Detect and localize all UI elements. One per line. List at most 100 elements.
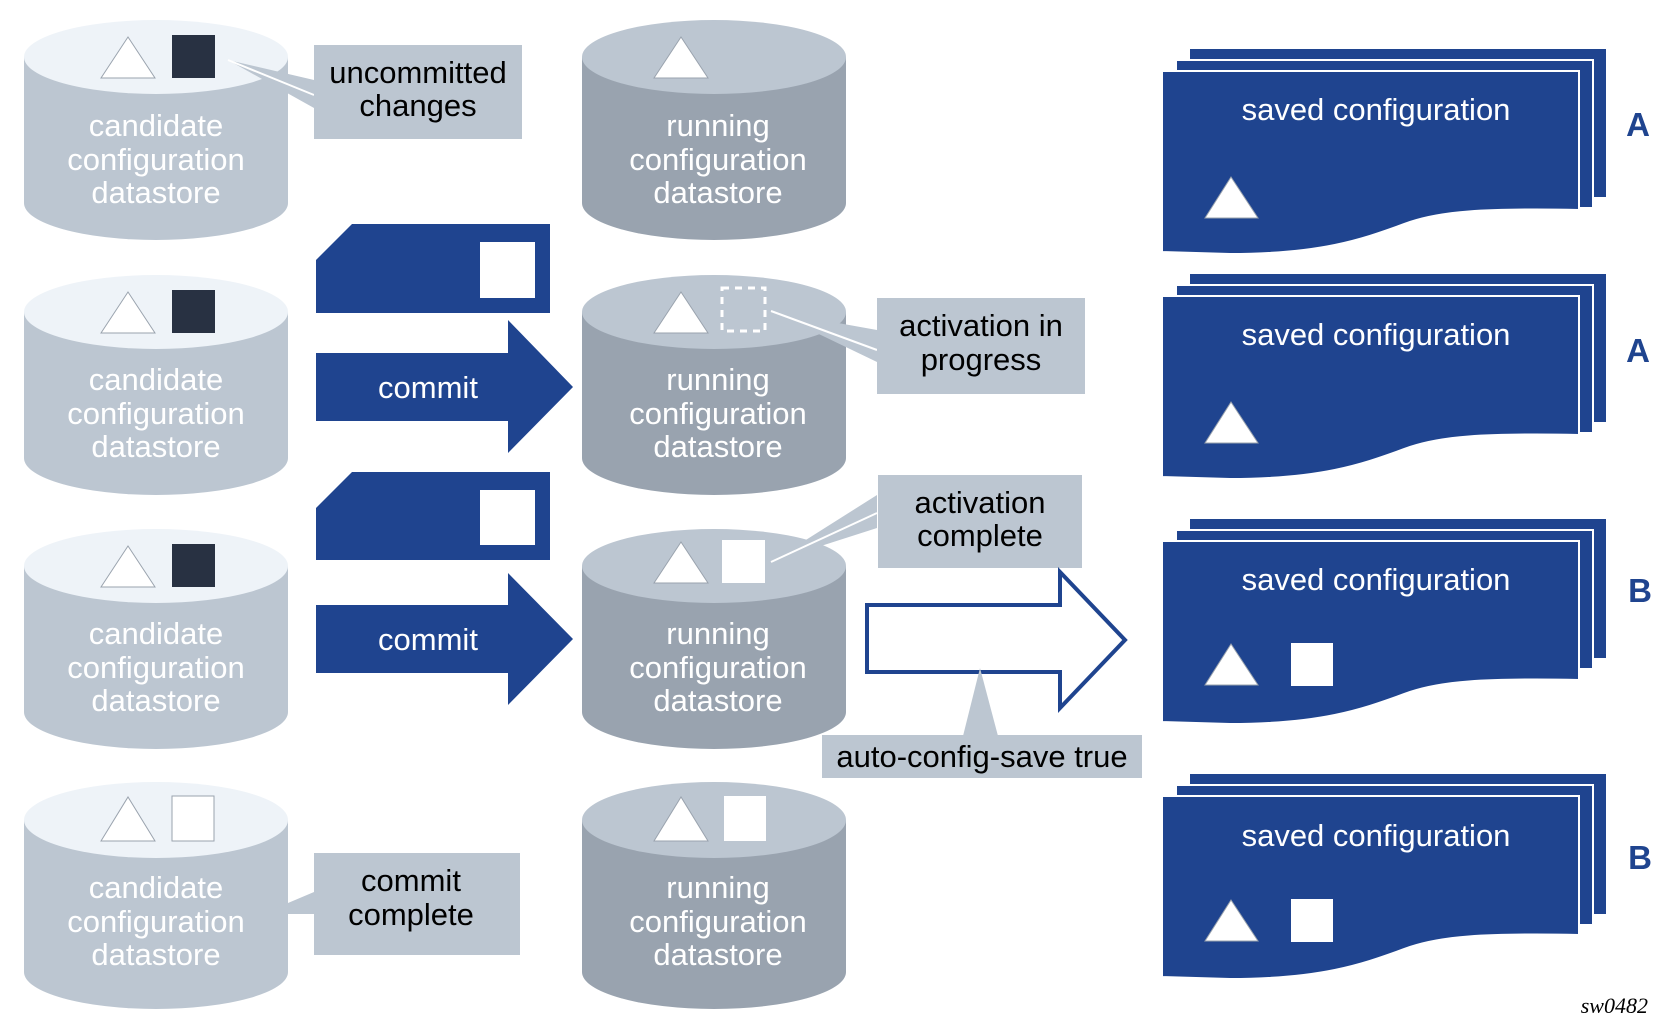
datastore-label-line-3: datastore [91,683,220,718]
datastore-label-line-1: running [666,870,769,905]
callout-line-2: progress [921,342,1042,377]
callout-activation-complete: activation complete [770,475,1082,568]
triangle-icon [1204,643,1259,686]
commit-arrow-label: commit [378,622,478,657]
saved-configuration-stack-3: saved configuration B [1161,519,1652,726]
callout-line-2: complete [348,897,474,932]
version-label: A [1626,106,1650,143]
callout-activation-in-progress: activation in progress [770,298,1085,394]
callout-box [877,298,1085,394]
row-4: candidate configuration datastore commit… [24,774,1652,1009]
cylinder-body [582,312,846,495]
callout-line-1: activation in [899,308,1063,343]
commit-arrow-shape[interactable] [316,573,573,705]
datastore-label-line-3: datastore [653,683,782,718]
activated-square-icon [724,796,766,841]
callout-box [878,475,1082,568]
callout-pointer-highlight [227,59,315,96]
datastore-label-line-2: configuration [67,396,245,431]
cylinder-top [24,20,288,94]
callout-line-2: complete [917,518,1043,553]
running-datastore-3: running configuration datastore [582,529,846,749]
callout-pointer-highlight [770,310,878,351]
datastore-label-line-2: configuration [629,396,807,431]
callout-commit-complete: commit complete [262,853,520,955]
callout-line-2: changes [359,88,476,123]
saved-configuration-stack-4: saved configuration B [1161,774,1652,981]
change-square-icon [480,242,535,298]
callout-uncommitted-changes: uncommitted changes [227,45,522,139]
triangle-icon [100,545,156,588]
cylinder-body [24,57,288,240]
saved-page-front [1161,295,1580,481]
callout-pointer [771,311,877,362]
change-card-3 [316,472,550,560]
auto-save-arrow [865,567,1128,713]
cylinder-top [582,20,846,94]
triangle-icon [653,796,709,842]
running-datastore-2: running configuration datastore [582,275,846,495]
uncommitted-square-icon [172,35,215,78]
saved-configuration-title: saved configuration [1242,562,1511,597]
triangle-icon [1204,401,1259,444]
version-label: A [1626,332,1650,369]
uncommitted-square-icon [172,544,215,587]
saved-configuration-title: saved configuration [1242,317,1511,352]
auto-config-save-label: auto-config-save true [836,739,1127,774]
commit-arrow-shape[interactable] [316,320,573,453]
change-square-icon [480,490,535,545]
cylinder-top [24,275,288,349]
datastore-label-line-1: candidate [89,616,223,651]
commit-arrow-label: commit [378,370,478,405]
saved-configuration-title: saved configuration [1242,818,1511,853]
square-icon [1291,899,1333,942]
version-label: B [1628,839,1652,876]
cylinder-body [582,820,846,1009]
candidate-datastore-1: candidate configuration datastore [24,20,288,240]
saved-page-front [1161,540,1580,726]
triangle-icon [100,796,156,842]
cylinder-body [582,566,846,749]
cylinder-body [24,312,288,495]
triangle-icon [653,36,709,79]
callout-box [314,853,520,955]
saved-configuration-stack-2: saved configuration A [1161,274,1650,481]
row-3: candidate configuration datastore commit… [24,472,1652,778]
callout-line-1: commit [361,863,461,898]
cylinder-top [582,275,846,349]
triangle-icon [1204,899,1259,942]
auto-save-arrow-shape [865,567,1128,713]
callout-pointer [228,60,314,108]
datastore-label-line-1: candidate [89,870,223,905]
datastore-label-line-2: configuration [629,650,807,685]
callout-pointer-highlight [770,512,878,563]
figure-id: sw0482 [1581,993,1648,1018]
datastore-label-line-3: datastore [91,429,220,464]
datastore-label-line-1: running [666,108,769,143]
candidate-datastore-4: candidate configuration datastore [24,782,288,1009]
activated-square-icon [722,540,765,583]
cylinder-top [582,529,846,603]
cylinder-body [582,57,846,240]
cylinder-top [24,529,288,603]
callout-line-1: uncommitted [329,55,506,90]
commit-arrow-2[interactable]: commit [316,320,573,453]
datastore-label-line-2: configuration [67,904,245,939]
cylinder-top [24,782,288,858]
callout-line-1: activation [915,485,1046,520]
callout-auto-config-save: auto-config-save true [822,668,1142,778]
datastore-label-line-1: running [666,616,769,651]
triangle-icon [653,541,709,584]
candidate-datastore-2: candidate configuration datastore [24,275,288,495]
version-label: B [1628,572,1652,609]
committed-square-icon [171,795,215,842]
datastore-label-line-2: configuration [67,650,245,685]
commit-arrow-3[interactable]: commit [316,573,573,705]
callout-box [314,45,522,139]
datastore-label-line-3: datastore [653,175,782,210]
pending-square-icon [720,286,767,333]
cylinder-body [24,566,288,749]
cylinder-top [582,782,846,858]
datastore-label-line-3: datastore [91,175,220,210]
